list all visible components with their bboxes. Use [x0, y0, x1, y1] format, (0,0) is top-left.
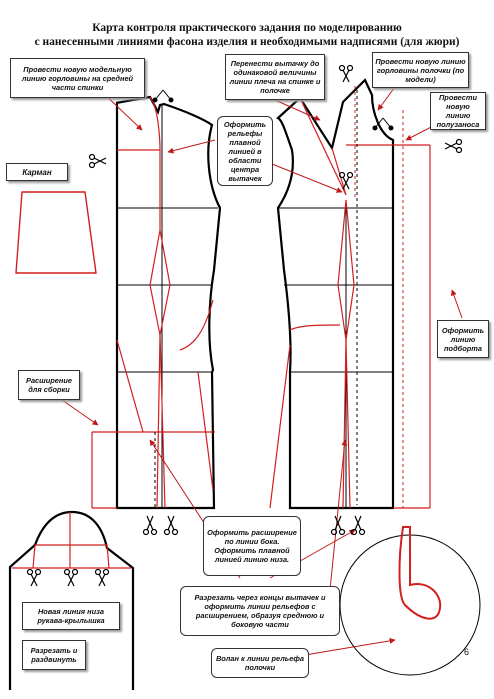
front-red-lines [269, 97, 431, 509]
pin-icon [152, 89, 174, 103]
label-flounce: Волан к линии рельефа полочки [211, 648, 309, 678]
pocket-shape [15, 191, 97, 274]
back-construction [117, 104, 218, 508]
sleeve-red-lines [12, 512, 131, 569]
label-pocket: Карман [6, 163, 68, 181]
scissors-icon [63, 568, 79, 587]
back-red-lines [91, 96, 215, 509]
label-back-neckline: Провести новую модельную линию горловины… [10, 58, 145, 98]
scissors-icon [444, 138, 463, 154]
label-side-extension: Оформить расширение по линии бока. Оформ… [203, 516, 301, 576]
scissors-icon [163, 515, 179, 536]
scissors-icon [94, 568, 110, 587]
pin-icon [372, 117, 394, 131]
label-sleeve-hem: Новая линия низа рукава-крылышка [22, 602, 120, 630]
page-title-line1: Карта контроля практического задания по … [92, 22, 402, 34]
label-cut-relief: Разрезать через концы вытачек и оформить… [180, 586, 340, 636]
scissors-icon [142, 515, 158, 536]
label-overlap-line: Провести новую линию полузаноса [430, 92, 486, 130]
label-cut-spread: Разрезать и раздвинуть [22, 640, 86, 670]
scissors-icon [350, 515, 366, 536]
scissors-icon [338, 64, 354, 83]
front-construction [278, 205, 393, 508]
flounce-shape [339, 526, 481, 676]
scissors-icon [338, 171, 354, 190]
scissors-icon [26, 568, 42, 587]
label-transfer-dart: Перенести вытачку до одинаковой величины… [225, 54, 325, 100]
sleeve-piece [8, 510, 135, 690]
page-number: 6 [464, 647, 470, 657]
scissors-icon [330, 515, 346, 536]
label-gather-extension: Расширение для сборки [18, 370, 80, 400]
front-piece [276, 78, 395, 510]
back-piece [115, 95, 222, 510]
label-facing-line: Оформить линию подборта [437, 320, 489, 358]
label-front-neckline: Провести новую линию горловины полочки (… [372, 52, 469, 88]
scissors-icon [88, 153, 107, 169]
label-relief-lines: Оформить рельефы плавной линией в област… [217, 116, 273, 186]
page-title-line2: с нанесенными линиями фасона изделия и н… [34, 36, 460, 48]
